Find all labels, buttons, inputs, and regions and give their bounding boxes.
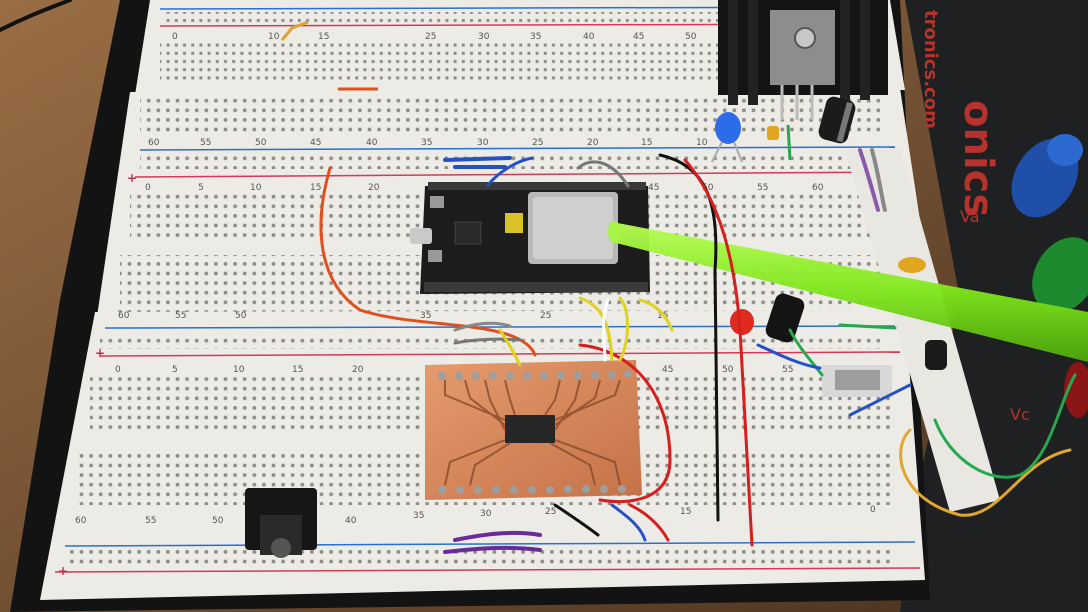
col-num: 60 (812, 183, 824, 193)
col-num: 15 (310, 183, 321, 193)
col-num: 15 (641, 138, 652, 148)
col-num: 25 (545, 507, 556, 517)
voltage-regulator-small (822, 365, 892, 397)
col-num: 50 (235, 311, 247, 321)
audio-jack (245, 488, 317, 558)
rail-plus-mark: + (95, 346, 105, 360)
mat-brand-url: tronics.com (920, 10, 941, 129)
mat-side-text-vc: Vc (1010, 405, 1030, 424)
col-num: 35 (530, 32, 541, 42)
breadboard-right-strip (845, 148, 1000, 512)
col-num: 45 (310, 138, 321, 148)
col-num: 0 (115, 365, 121, 375)
mid-lower-numbers: 0 5 10 15 20 45 50 55 60 (145, 183, 824, 193)
esp32-dev-board (410, 182, 650, 294)
col-num: 30 (480, 509, 492, 519)
banana-jack-green (1032, 237, 1088, 313)
col-num: 55 (757, 183, 768, 193)
col-num: 55 (175, 311, 186, 321)
col-num: 5 (198, 183, 204, 193)
electrolytic-capacitor-mid (765, 293, 805, 343)
col-num: 50 (702, 183, 714, 193)
col-num: 40 (345, 516, 357, 526)
col-num: 50 (255, 138, 267, 148)
banana-jack-red (1064, 362, 1088, 418)
voltage-regulator-heatsink (718, 0, 888, 120)
col-num: 25 (540, 311, 551, 321)
electrolytic-capacitor-small (925, 340, 947, 370)
col-num: 15 (680, 507, 691, 517)
col-num: 40 (583, 32, 595, 42)
col-num: 0 (870, 505, 876, 515)
mid-upper-numbers: 60 55 50 45 40 35 30 25 20 15 10 (148, 138, 708, 148)
col-num: 45 (648, 183, 659, 193)
col-num: 50 (722, 365, 734, 375)
col-num: 60 (118, 311, 130, 321)
col-num: 55 (200, 138, 211, 148)
banana-jack-blue (1011, 134, 1083, 218)
col-num: 0 (172, 32, 178, 42)
col-num: 30 (477, 138, 489, 148)
col-num: 15 (292, 365, 303, 375)
pcb-adapter-tssop (425, 360, 642, 500)
col-num: 10 (233, 365, 245, 375)
col-num: 35 (421, 138, 432, 148)
col-num: 60 (148, 138, 160, 148)
col-num: 20 (587, 138, 599, 148)
ceramic-capacitor (767, 126, 779, 140)
col-num: 55 (145, 516, 156, 526)
col-num: 0 (145, 183, 151, 193)
col-num: 25 (532, 138, 543, 148)
col-num: 25 (425, 32, 436, 42)
col-num: 10 (696, 138, 708, 148)
blue-led (711, 112, 743, 163)
rail-plus-mark: + (127, 171, 137, 185)
col-num: 35 (420, 311, 431, 321)
col-num: 35 (413, 511, 424, 521)
col-num: 5 (172, 365, 178, 375)
col-num: 45 (633, 32, 644, 42)
electrolytic-capacitor (818, 96, 856, 144)
bottom-lowest-numbers: 60 55 50 40 35 30 25 15 0 (75, 505, 876, 526)
rail-plus-mark: + (58, 564, 68, 578)
jumper-wires (0, 0, 1077, 554)
red-led (730, 309, 754, 335)
top-column-numbers: 0 10 15 25 30 35 40 45 50 (172, 32, 697, 42)
col-num: 20 (352, 365, 364, 375)
col-num: 50 (685, 32, 697, 42)
col-num: 50 (212, 516, 224, 526)
col-num: 30 (478, 32, 490, 42)
col-num: 10 (268, 32, 280, 42)
col-num: 55 (782, 365, 793, 375)
col-num: 45 (662, 365, 673, 375)
col-num: 15 (318, 32, 329, 42)
col-num: 10 (250, 183, 262, 193)
col-num: 20 (368, 183, 380, 193)
col-num: 60 (75, 516, 87, 526)
mat-side-text-va: Va (960, 207, 980, 226)
mat-brand-text: onics (955, 100, 1001, 217)
ceramic-capacitor-right (898, 257, 926, 273)
col-num: 40 (366, 138, 378, 148)
